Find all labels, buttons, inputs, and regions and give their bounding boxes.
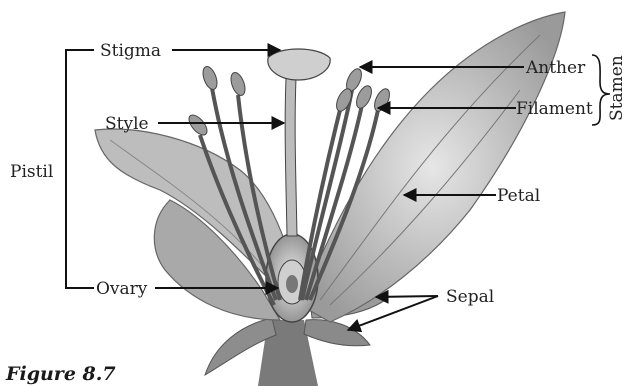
label-stamen: Stamen	[607, 55, 626, 121]
style-body	[285, 78, 297, 236]
label-anther: Anther	[525, 58, 586, 78]
figure-caption: Figure 8.7	[5, 363, 116, 385]
pistil-bracket	[66, 50, 94, 288]
label-filament: Filament	[516, 99, 593, 119]
label-petal: Petal	[497, 186, 540, 206]
stigma-body	[268, 49, 330, 80]
label-sepal: Sepal	[446, 287, 494, 307]
label-ovary: Ovary	[96, 279, 148, 299]
sepal-pointer-upper	[376, 296, 438, 297]
label-pistil: Pistil	[10, 162, 53, 182]
label-style: Style	[105, 114, 149, 134]
flower-illustration	[95, 12, 565, 386]
label-stigma: Stigma	[100, 41, 161, 61]
sepal-right-lower	[304, 320, 370, 346]
